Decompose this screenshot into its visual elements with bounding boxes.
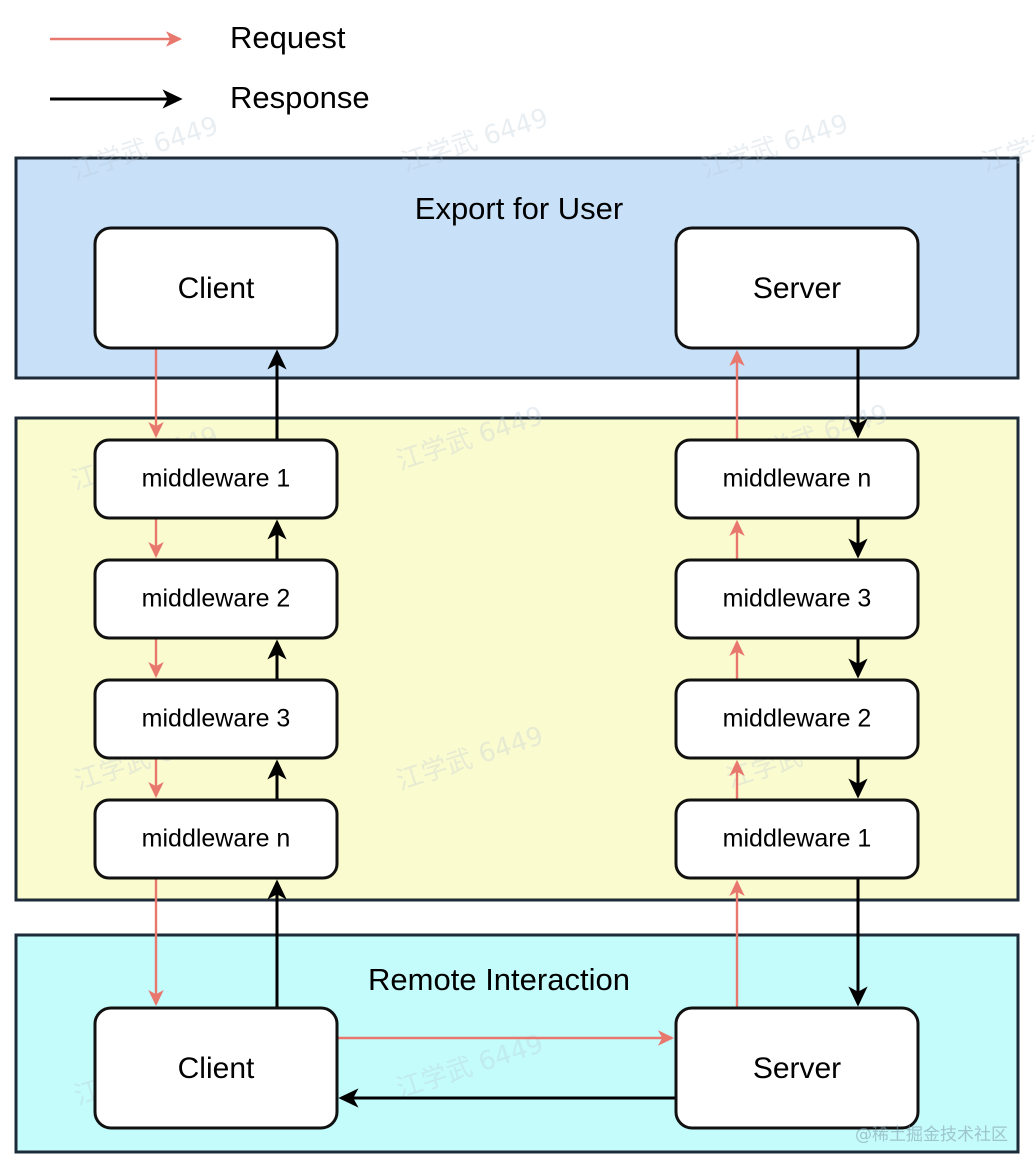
middleware-right-item-3[interactable]: middleware 2 [674,678,920,760]
node-box[interactable] [674,678,920,760]
middleware-right-label-2: middleware 3 [723,585,872,613]
node-box[interactable] [93,558,339,640]
node-export-server[interactable]: Server [674,226,920,350]
connectors-right [729,348,868,1008]
band-title-export-for-user: Export for User [415,191,623,226]
middleware-right-item-2[interactable]: middleware 3 [674,558,920,640]
middleware-left-item-3[interactable]: middleware 3 [93,678,339,760]
node-label-export-client: Client [178,272,255,305]
node-box[interactable] [674,226,920,350]
middleware-right-label-1: middleware n [723,465,872,493]
node-box[interactable] [93,678,339,760]
node-box[interactable] [674,438,920,520]
middleware-left-item-1[interactable]: middleware 1 [93,438,339,520]
middleware-left-label-4: middleware n [142,825,291,853]
connectors-remote-horizontal [337,1030,676,1108]
connectors-left [148,348,287,1008]
middleware-right-label-3: middleware 2 [723,705,872,733]
node-box[interactable] [93,226,339,350]
watermark-credit: @稀土掘金技术社区 [855,1125,1008,1145]
node-label-remote-server: Server [753,1052,841,1085]
node-remote-client[interactable]: Client [93,1006,339,1130]
node-box[interactable] [93,1006,339,1130]
middleware-right-label-4: middleware 1 [723,825,872,853]
legend-item-response: Response [50,80,370,115]
middleware-left-item-4[interactable]: middleware n [93,798,339,880]
node-box[interactable] [93,438,339,520]
node-label-export-server: Server [753,272,841,305]
middleware-left-label-2: middleware 2 [142,585,291,613]
node-box[interactable] [674,558,920,640]
legend-label-response: Response [230,80,370,115]
node-remote-server[interactable]: Server [674,1006,920,1130]
middleware-left-label-1: middleware 1 [142,465,291,493]
legend-item-request: Request [50,20,346,55]
middleware-left-item-2[interactable]: middleware 2 [93,558,339,640]
middleware-right-item-1[interactable]: middleware n [674,438,920,520]
node-box[interactable] [674,798,920,880]
node-box[interactable] [93,798,339,880]
node-export-client[interactable]: Client [93,226,339,350]
middleware-right-item-4[interactable]: middleware 1 [674,798,920,880]
middleware-left-label-3: middleware 3 [142,705,291,733]
legend-label-request: Request [230,20,346,55]
band-title-remote-interaction: Remote Interaction [368,962,630,997]
legend: Request Response [50,20,370,115]
node-label-remote-client: Client [178,1052,255,1085]
node-box[interactable] [674,1006,920,1130]
